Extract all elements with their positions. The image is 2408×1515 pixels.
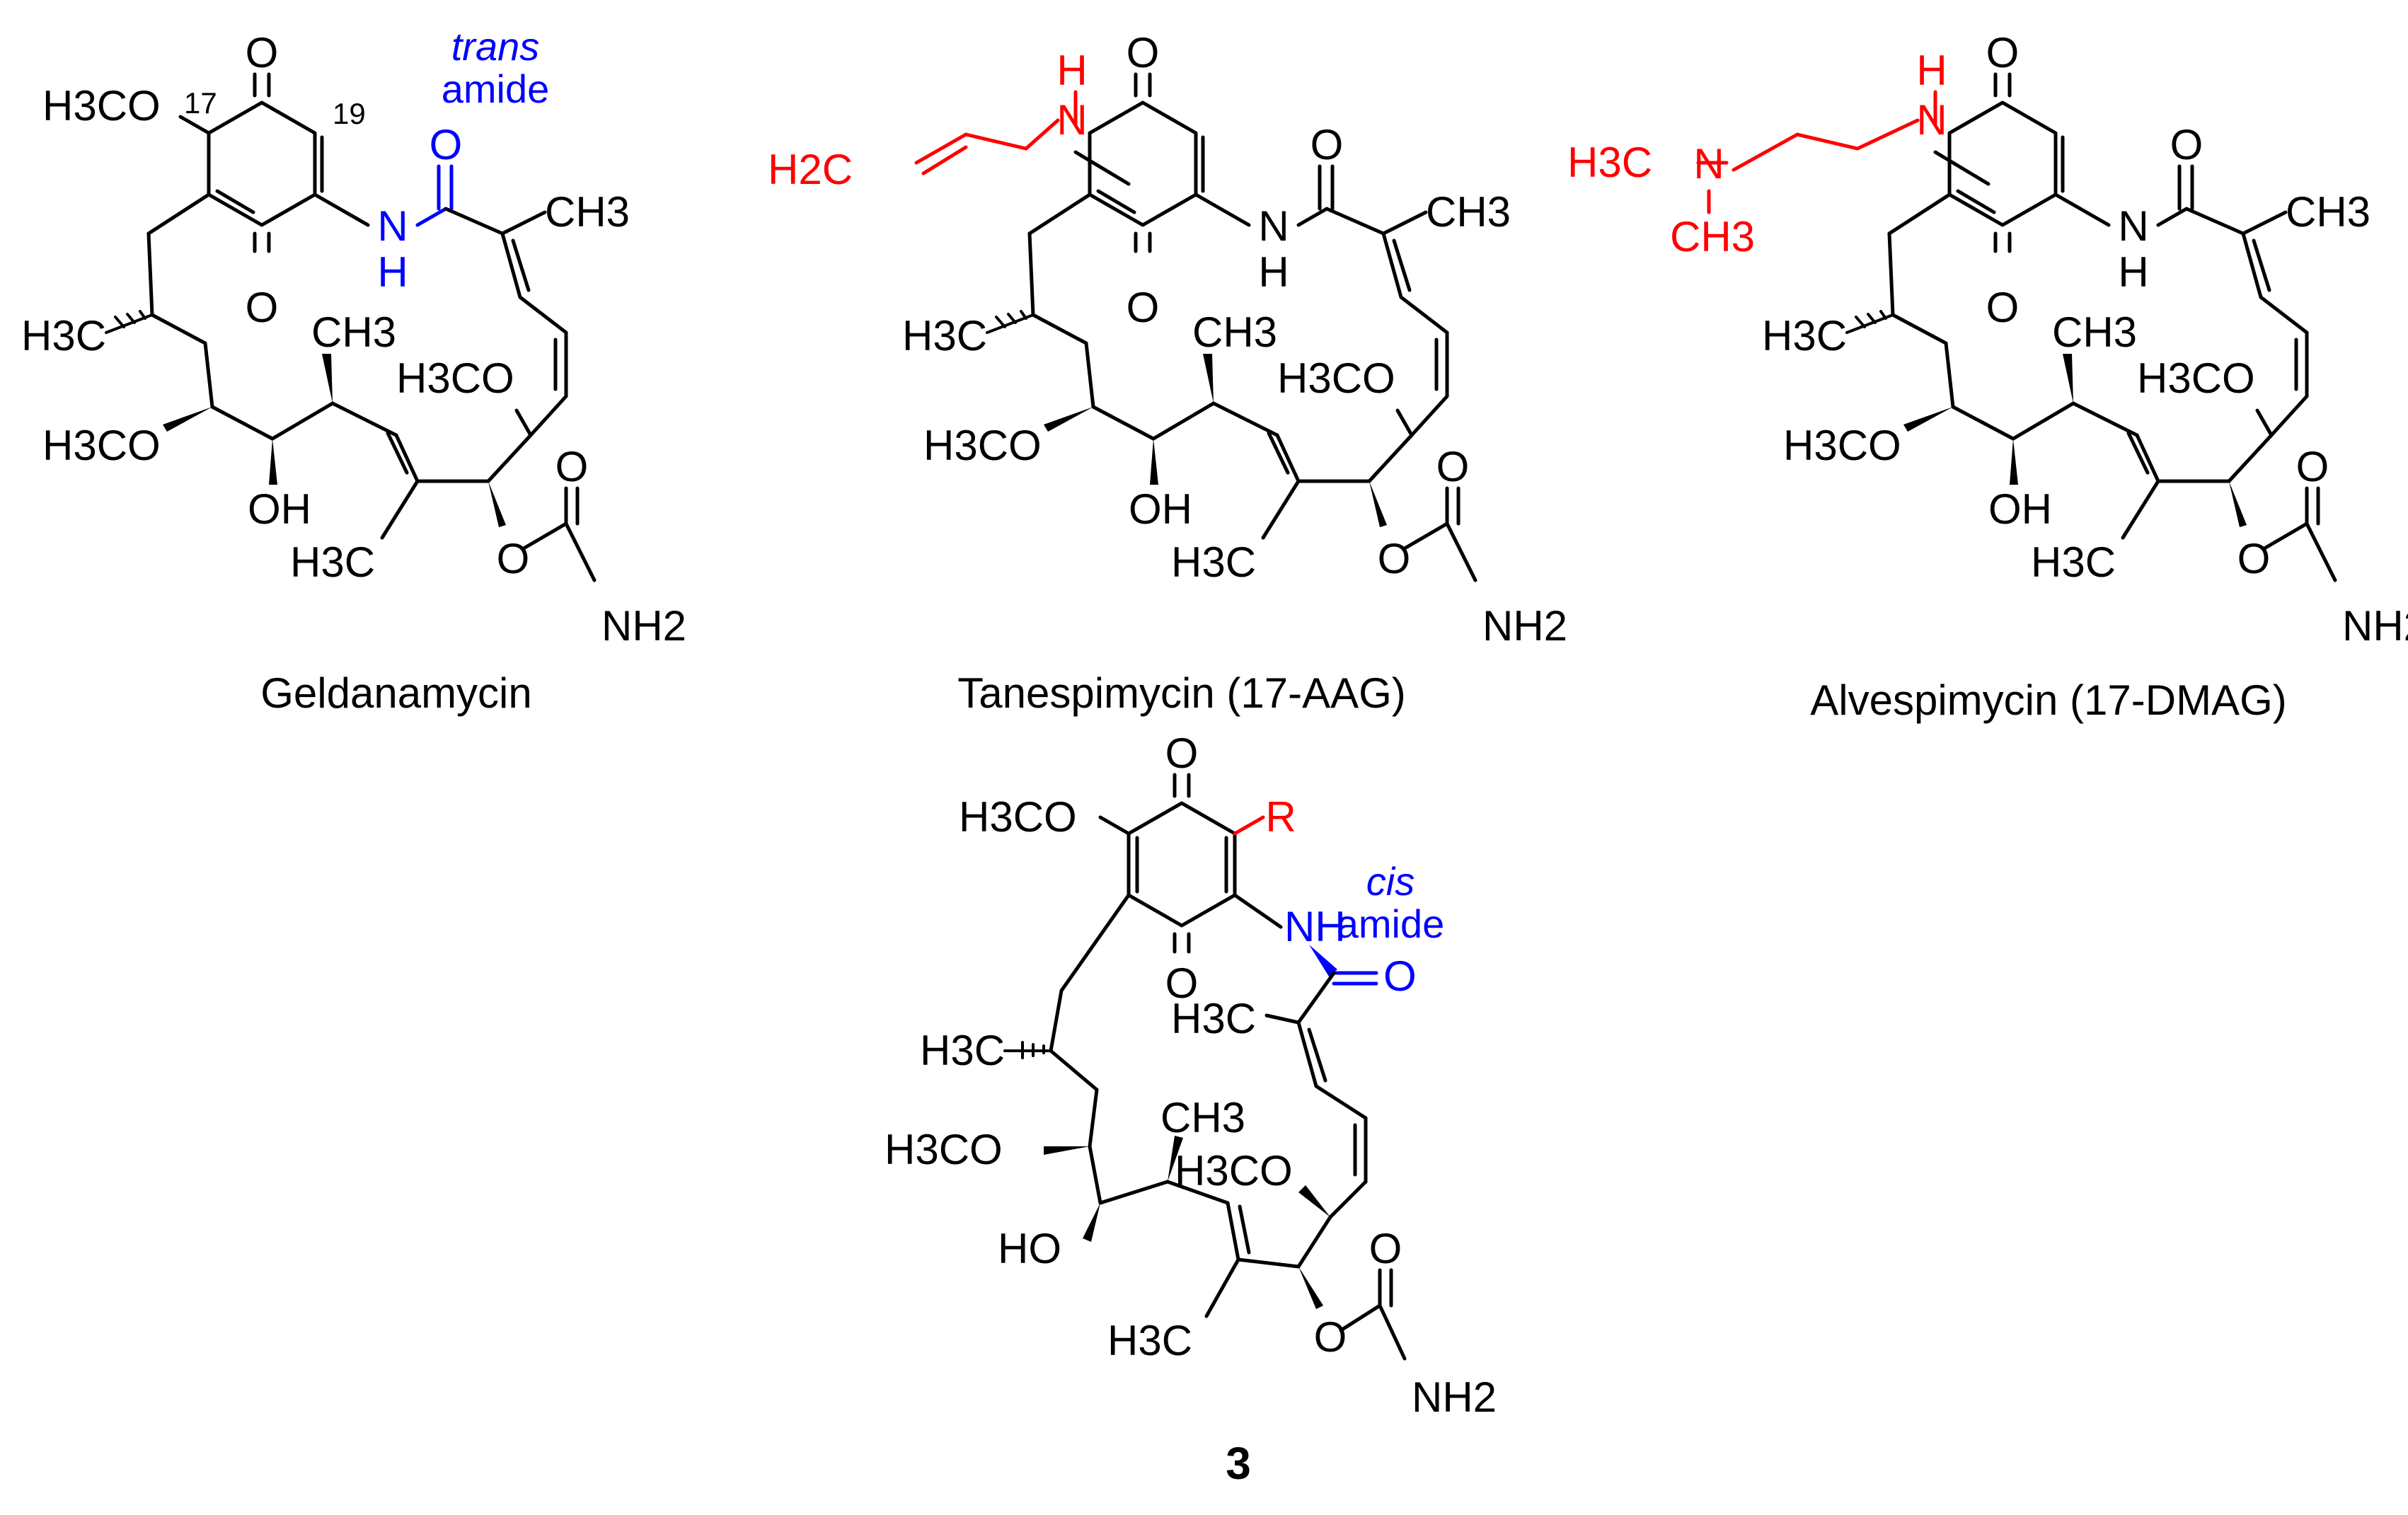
alvespimycin-substituent-h3c: H3C (1567, 139, 1652, 186)
geldanamycin-amide-o: O (430, 121, 463, 168)
geldanamycin-carbamate-o-carbonyl: O (555, 443, 589, 490)
alvespimycin-carbamate-nh2: NH2 (2342, 602, 2408, 650)
alvespimycin-methoxy-left: H3CO (1783, 422, 1901, 469)
tanespimycin-structure: H2C H N O O N H CH3 O H3C CH3 H3CO H3CO … (768, 29, 1567, 717)
compound3-carbamate-nh2: NH2 (1412, 1373, 1497, 1421)
geldanamycin-methoxy-right: H3CO (396, 355, 514, 402)
tanespimycin-methoxy-right: H3CO (1277, 355, 1395, 402)
compound3-note-line1: cis (1366, 859, 1415, 904)
tanespimycin-methoxy-left: H3CO (923, 422, 1042, 469)
tanespimycin-carbamate-o-ester: O (1378, 535, 1411, 582)
alvespimycin-methyl-left: H3C (1762, 312, 1847, 359)
tanespimycin-methyl-bottom: H3C (1171, 538, 1256, 586)
alvespimycin-caption: Alvespimycin (17-DMAG) (1810, 676, 2286, 724)
geldanamycin-hydroxyl: OH (248, 485, 311, 533)
compound3-hydroxyl: HO (998, 1225, 1061, 1272)
tanespimycin-methyl-mid: CH3 (1192, 309, 1277, 356)
geldanamycin-position-17: 17 (184, 86, 217, 120)
tanespimycin-substituent-n: N (1056, 96, 1087, 144)
compound3-substituent-r: R (1265, 793, 1296, 841)
compound3-carbamate-o-carbonyl: O (1369, 1225, 1402, 1272)
geldanamycin-amide-n: N (377, 202, 408, 250)
compound3-carbamate-o-ester: O (1314, 1313, 1347, 1361)
alvespimycin-structure: H3C N CH3 H N O O N H CH3 O H3C CH3 H3CO… (1567, 29, 2408, 724)
compound3-methoxy-left: H3CO (885, 1126, 1003, 1173)
geldanamycin-carbamate-o-ester: O (497, 535, 530, 582)
alvespimycin-methyl-top: CH3 (2286, 188, 2370, 236)
compound3-methyl-left: H3C (920, 1027, 1005, 1074)
geldanamycin-caption: Geldanamycin (260, 669, 532, 717)
alvespimycin-substituent-ch3: CH3 (1670, 213, 1755, 260)
alvespimycin-methyl-bottom: H3C (2031, 538, 2116, 586)
tanespimycin-caption: Tanespimycin (17-AAG) (957, 669, 1406, 717)
alvespimycin-amide-h: H (2118, 248, 2148, 296)
tanespimycin-amide-n: N (1258, 202, 1289, 250)
geldanamycin-methyl-left: H3C (21, 312, 106, 359)
geldanamycin-methyl-top: CH3 (545, 188, 630, 236)
geldanamycin-methoxy-left: H3CO (42, 422, 161, 469)
geldanamycin-note-line2: amide (442, 67, 550, 111)
alvespimycin-substituent-n-dimethyl: N (1693, 140, 1724, 188)
compound3-structure: O H3CO R cis amide NH O O H3C H3C H3CO C… (885, 730, 1497, 1489)
alvespimycin-substituent-h: H (1916, 47, 1947, 94)
alvespimycin-methoxy-right: H3CO (2137, 355, 2255, 402)
geldanamycin-amide-h: H (377, 248, 408, 296)
alvespimycin-hydroxyl: OH (1988, 485, 2052, 533)
tanespimycin-carbamate-nh2: NH2 (1482, 602, 1567, 650)
geldanamycin-carbonyl-top-o: O (246, 29, 279, 76)
tanespimycin-carbamate-o-carbonyl: O (1436, 443, 1470, 490)
alvespimycin-carbonyl-top-o: O (1986, 29, 2020, 76)
compound3-methoxy-right: H3CO (1175, 1147, 1293, 1194)
compound3-amide-nh: NH (1284, 903, 1346, 950)
tanespimycin-methyl-top: CH3 (1426, 188, 1511, 236)
compound3-methoxy-top: H3CO (959, 793, 1077, 841)
alvespimycin-amide-n: N (2118, 202, 2148, 250)
geldanamycin-carbonyl-bottom-o: O (246, 284, 279, 331)
alvespimycin-carbamate-o-carbonyl: O (2296, 443, 2329, 490)
compound3-carbonyl-top-o: O (1165, 730, 1199, 777)
geldanamycin-structure: O H3CO 17 19 trans amide O N H CH3 O H3C… (21, 24, 686, 717)
alvespimycin-amide-o: O (2170, 121, 2204, 168)
geldanamycin-note-line1: trans (451, 24, 540, 69)
compound3-methyl-mid: CH3 (1160, 1094, 1245, 1141)
compound3-amide-o: O (1383, 952, 1417, 1000)
compound3-caption: 3 (1226, 1438, 1251, 1489)
alvespimycin-methyl-mid: CH3 (2052, 309, 2137, 356)
geldanamycin-methoxy-17: H3CO (42, 82, 161, 129)
tanespimycin-hydroxyl: OH (1129, 485, 1192, 533)
geldanamycin-methyl-mid: CH3 (311, 309, 396, 356)
tanespimycin-carbonyl-top-o: O (1127, 29, 1160, 76)
compound3-carbonyl-bottom-o: O (1165, 960, 1199, 1007)
tanespimycin-substituent-h: H (1056, 47, 1087, 94)
alvespimycin-substituent-n: N (1916, 96, 1947, 144)
compound3-note-line2: amide (1337, 901, 1445, 946)
tanespimycin-carbonyl-bottom-o: O (1127, 284, 1160, 331)
tanespimycin-substituent-h2c: H2C (768, 146, 853, 193)
compound3-methyl-diene: H3C (1171, 995, 1256, 1042)
alvespimycin-carbamate-o-ester: O (2237, 535, 2271, 582)
alvespimycin-carbonyl-bottom-o: O (1986, 284, 2020, 331)
tanespimycin-amide-h: H (1258, 248, 1289, 296)
tanespimycin-methyl-left: H3C (902, 312, 987, 359)
tanespimycin-amide-o: O (1310, 121, 1344, 168)
geldanamycin-methyl-bottom: H3C (290, 538, 375, 586)
geldanamycin-carbamate-nh2: NH2 (601, 602, 686, 650)
geldanamycin-position-19: 19 (333, 97, 366, 130)
compound3-methyl-bottom: H3C (1107, 1317, 1192, 1364)
